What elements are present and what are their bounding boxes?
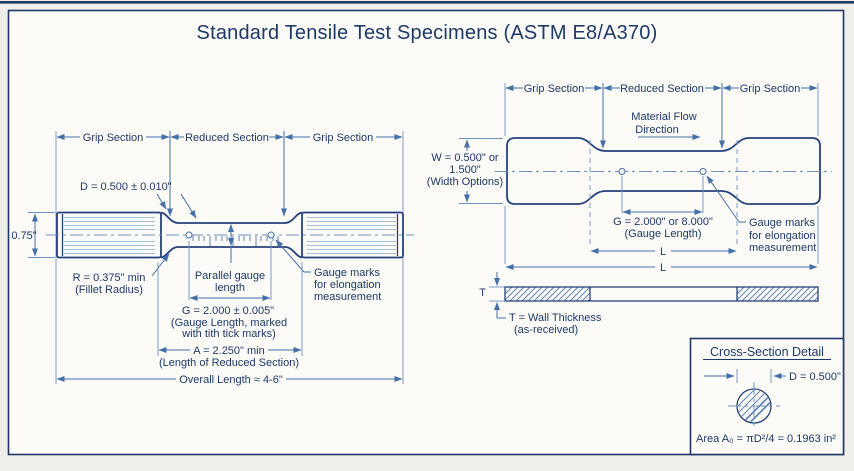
right-width-label-3: (Width Options) [427, 176, 503, 188]
cross-section-area-formula: Area A₀ = πD²/4 = 0.1963 in² [696, 433, 836, 445]
left-gauge-marks-label-1: Gauge marks [314, 267, 381, 279]
left-fillet-label-2: (Fillet Radius) [75, 284, 143, 296]
left-grip-section-label-2: Grip Section [313, 132, 374, 144]
left-diameter-callout: D = 0.500 ± 0.010" [80, 181, 197, 219]
top-rule [0, 1, 854, 4]
left-reduced-length-dimension: A = 2.250" min (Length of Reduced Sectio… [157, 262, 303, 369]
left-overall-length-dimension: Overall Length ≈ 4-6" [56, 374, 403, 386]
left-specimen: Grip Section Reduced Section Grip Sectio… [11, 131, 414, 386]
left-fillet-callout: R = 0.375" min (Fillet Radius) [73, 253, 170, 296]
left-gauge-length-note-2: with tith tick marks) [181, 328, 276, 340]
right-gauge-mark-dot-2 [699, 168, 707, 175]
right-length-dimensions: L L [504, 206, 819, 274]
left-diameter-label: D = 0.500 ± 0.010" [80, 181, 172, 193]
wall-thickness-dimension: T T = Wall Thickness (as-received) [479, 272, 602, 336]
left-gauge-length-label: G = 2.000 ± 0.005" [182, 305, 274, 317]
thickness-symbol: T [479, 287, 486, 299]
right-grip-section-label-1: Grip Section [524, 83, 585, 95]
left-gauge-mark-dot-2 [267, 231, 275, 239]
right-gauge-marks-label-3: measurement [749, 242, 816, 254]
cross-section-diameter-label: D = 0.500" [789, 371, 841, 383]
right-gauge-marks-label-2: for elongation [749, 230, 816, 242]
material-flow-label-2: Direction [635, 124, 678, 136]
left-gauge-marks-label-3: measurement [314, 291, 381, 303]
left-reduced-length-note: (Length of Reduced Section) [159, 357, 299, 369]
thickness-label-2: (as-received) [514, 324, 578, 336]
left-grip-section-label-1: Grip Section [83, 132, 144, 144]
right-specimen-body [495, 137, 832, 248]
right-width-label-2: 1.500" [449, 164, 481, 176]
left-specimen-body [46, 211, 414, 263]
left-gauge-length-note-1: (Gauge Length, marked [171, 317, 287, 329]
cross-section-title: Cross-Section Detail [710, 345, 824, 359]
left-grip-height-dimension: 0.75" [11, 212, 55, 258]
wall-thickness-strip [504, 286, 819, 302]
right-gauge-mark-dot-1 [618, 168, 626, 175]
left-overall-length-label: Overall Length ≈ 4-6" [179, 374, 283, 386]
material-flow-label-1: Material Flow [631, 111, 696, 123]
left-fillet-label-1: R = 0.375" min [73, 272, 146, 284]
left-reduced-length-label: A = 2.250" min [193, 345, 264, 357]
page-title: Standard Tensile Test Specimens (ASTM E8… [197, 22, 658, 44]
right-gauge-length-dimension: G = 2.000" or 8.000" (Gauge Length) [613, 176, 713, 240]
right-specimen: Grip Section Reduced Section Grip Sectio… [427, 83, 832, 336]
left-grip-height-label: 0.75" [11, 230, 36, 242]
left-section-dimensions: Grip Section Reduced Section Grip Sectio… [55, 131, 404, 384]
right-reduced-section-label: Reduced Section [620, 83, 704, 95]
left-grip-threads [64, 217, 396, 254]
material-flow-callout: Material Flow Direction [631, 111, 701, 140]
right-gauge-marks-callout: Gauge marks for elongation measurement [706, 175, 816, 254]
right-gauge-length-label: G = 2.000" or 8.000" [613, 216, 713, 228]
right-width-dimension: W = 0.500" or 1.500" (Width Options) [427, 138, 503, 204]
left-gauge-marks-label-2: for elongation [314, 279, 381, 291]
cross-section-diameter-dimension: D = 0.500" [704, 369, 841, 383]
right-width-label-1: W = 0.500" or [431, 152, 499, 164]
left-gauge-length-dimension: Parallel gauge length G = 2.000 ± 0.005"… [171, 241, 287, 340]
cross-section-box [689, 337, 845, 456]
left-gauge-marks-callout: Gauge marks for elongation measurement [275, 239, 381, 303]
thickness-label-1: T = Wall Thickness [509, 312, 602, 324]
right-grip-section-label-2: Grip Section [740, 83, 801, 95]
right-length-label-outer: L [660, 262, 666, 274]
left-reduced-section-label: Reduced Section [185, 132, 269, 144]
right-section-dimensions: Grip Section Reduced Section Grip Sectio… [504, 83, 819, 149]
left-gauge-mark-dot-1 [185, 231, 193, 239]
right-gauge-length-note: (Gauge Length) [624, 228, 701, 240]
right-gauge-marks-label-1: Gauge marks [749, 217, 816, 229]
left-parallel-gauge-label-2: length [215, 282, 245, 294]
cross-section-detail: Cross-Section Detail D = 0.500" Area A₀ … [689, 337, 845, 456]
cross-section-circle [728, 382, 780, 430]
right-length-label-inner: L [660, 246, 666, 258]
left-parallel-gauge-label-1: Parallel gauge [195, 270, 265, 282]
